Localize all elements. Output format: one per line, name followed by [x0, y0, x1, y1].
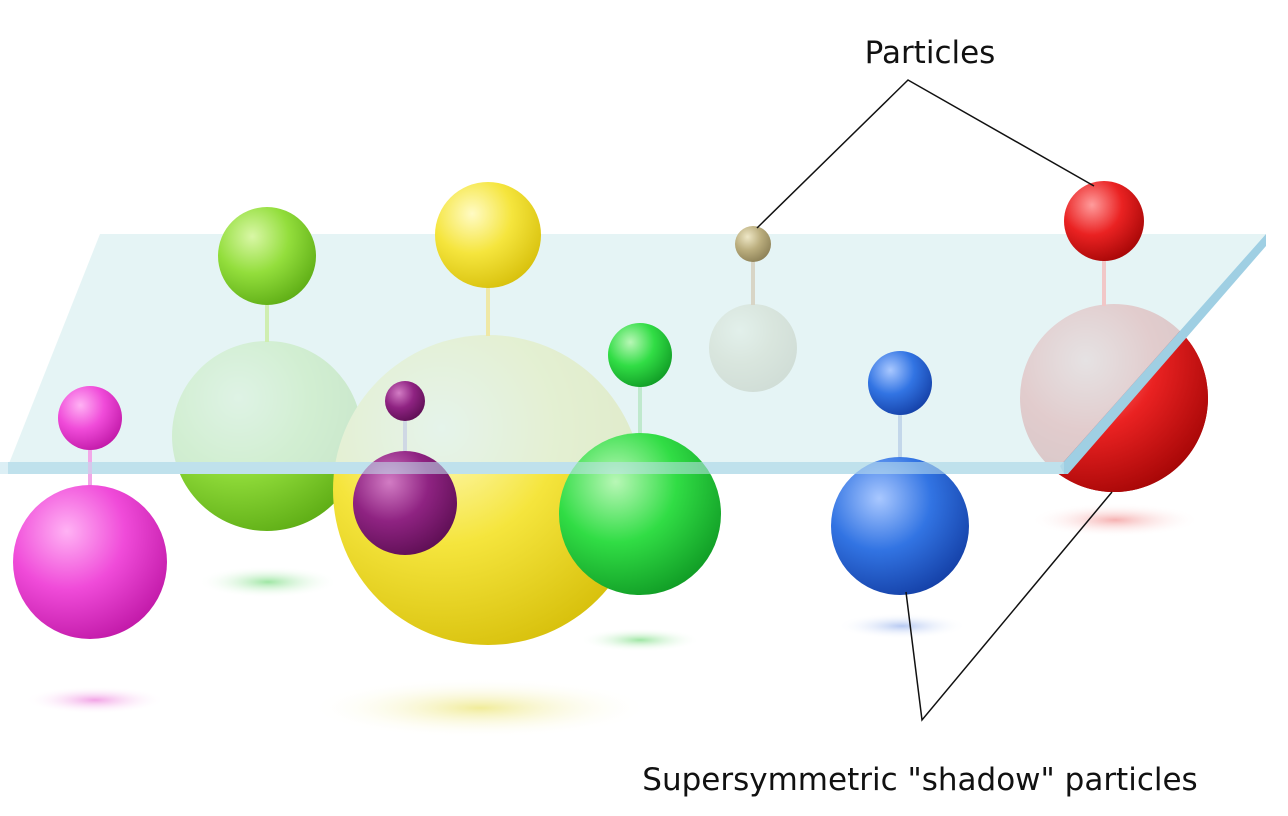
blue-shadow-particle [831, 457, 969, 595]
shadow-particles-label: Supersymmetric "shadow" particles [642, 762, 1197, 798]
red-particle [1064, 181, 1144, 261]
tan-particle [735, 226, 771, 262]
particles-leader [756, 79, 1095, 229]
particles [58, 181, 1144, 450]
blue-particle [868, 351, 932, 415]
plane-edge-overlay [0, 462, 1064, 474]
plane-right-edge [1060, 234, 1266, 474]
green-particle [608, 323, 672, 387]
blue-shadow [837, 613, 967, 639]
green-shadow-particle [559, 433, 721, 595]
shadow-particles-leader [905, 491, 1113, 722]
red-shadow [1030, 503, 1200, 537]
yellow-particle [435, 182, 541, 288]
magenta-shadow-particle [13, 485, 167, 639]
magenta-particle [58, 386, 122, 450]
front-shadow-particles [0, 433, 1064, 639]
purple-shadow-particle [353, 451, 457, 555]
yellow-shadow [310, 678, 650, 738]
light-green-shadow [198, 566, 338, 598]
green-shadow [580, 628, 700, 652]
leader-lines [756, 79, 1113, 722]
particles-label: Particles [865, 35, 996, 71]
purple-particle [385, 381, 425, 421]
ground-shadows [25, 503, 1200, 738]
magenta-shadow [25, 686, 165, 714]
light-green-particle [218, 207, 316, 305]
